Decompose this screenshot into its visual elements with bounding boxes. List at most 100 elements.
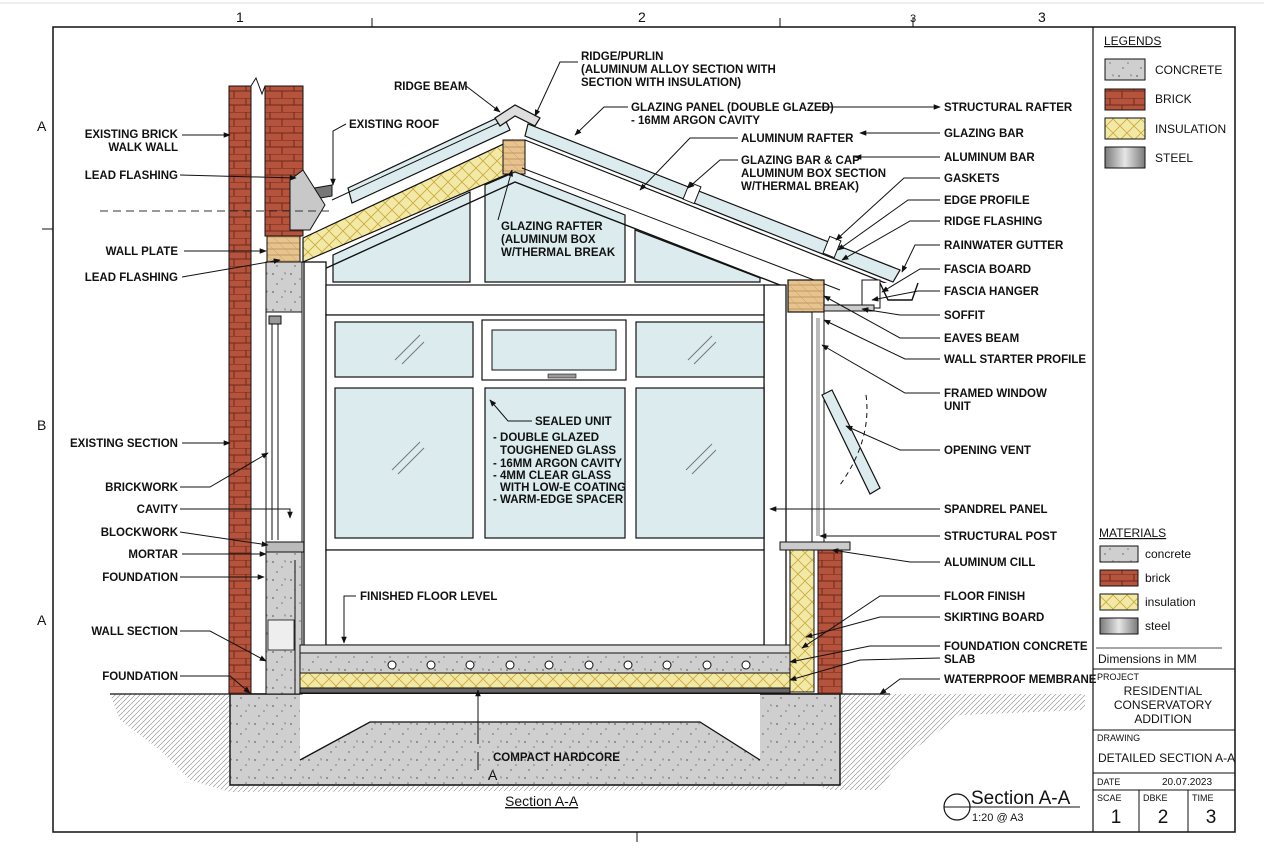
label-ridge-purlin-1: RIDGE/PURLIN — [581, 51, 663, 63]
label-aluminum-bar: ALUMINUM BAR — [944, 152, 1035, 164]
label-ridge-flashing: RIDGE FLASHING — [944, 216, 1042, 228]
grid-side-a1: A — [37, 118, 47, 134]
project-label: PROJECT — [1097, 672, 1140, 682]
glass-pane-right — [635, 387, 765, 539]
label-fascia-hanger: FASCIA HANGER — [944, 286, 1039, 298]
material-brick: brick — [1145, 571, 1171, 585]
scale-label: SCAE — [1097, 793, 1122, 803]
label-floor-finish: FLOOR FINISH — [944, 591, 1025, 603]
legends-title: LEGENDS — [1104, 34, 1161, 48]
drawing-border — [52, 26, 1236, 833]
project-name-2: CONSERVATORY — [1114, 698, 1212, 712]
material-swatch-steel — [1099, 617, 1139, 635]
label-compact-hardcore: COMPACT HARDCORE — [493, 752, 620, 764]
label-spandrel-panel: SPANDREL PANEL — [944, 504, 1048, 516]
window-head — [325, 284, 765, 316]
material-swatch-concrete — [1099, 545, 1139, 563]
wall-plate — [266, 235, 301, 263]
label-framed-window-1: FRAMED WINDOW — [944, 388, 1047, 400]
materials-title: MATERIALS — [1099, 526, 1166, 540]
label-aluminum-rafter: ALUMINUM RAFTER — [741, 133, 854, 145]
project-name-1: RESIDENTIAL — [1124, 684, 1203, 698]
material-insulation: insulation — [1145, 595, 1196, 609]
roof-glazing-right — [524, 123, 901, 283]
floor-insulation — [299, 672, 791, 689]
grid-3b: 3 — [1038, 9, 1046, 25]
date-value: 20.07.2023 — [1162, 777, 1212, 788]
label-glazing-bar-cap-2: ALUMINUM BOX SECTION — [741, 168, 886, 180]
blockwork — [265, 261, 303, 313]
legend-swatch-insulation — [1104, 117, 1146, 140]
label-wall-starter-profile: WALL STARTER PROFILE — [944, 354, 1086, 366]
cavity-column — [265, 311, 303, 543]
label-foundation-1: FOUNDATION — [102, 572, 178, 584]
right-insulation — [789, 549, 815, 693]
grid-side-b: B — [37, 417, 46, 433]
glass-pane-left — [334, 387, 474, 539]
label-lead-flashing-2: LEAD FLASHING — [85, 272, 178, 284]
ridge-cap — [494, 104, 541, 127]
legend-swatch-steel — [1104, 146, 1146, 169]
section-title: Section A-A — [971, 788, 1071, 809]
sealed-unit-note-1: - DOUBLE GLAZED — [493, 432, 599, 444]
label-glazing-bar-cap-1: GLAZING BAR & CAP — [741, 155, 860, 167]
label-framed-window-2: UNIT — [944, 401, 971, 413]
leaders-top — [330, 61, 941, 221]
drawing-name: DETAILED SECTION A-A — [1098, 751, 1235, 765]
material-swatch-insulation — [1099, 593, 1139, 611]
label-eaves-beam: EAVES BEAM — [944, 333, 1019, 345]
time-label: TIME — [1192, 793, 1214, 803]
material-swatch-brick — [1099, 569, 1139, 587]
grid-1: 1 — [236, 9, 244, 25]
label-skirting-board: SKIRTING BOARD — [944, 612, 1044, 624]
label-structural-post: STRUCTURAL POST — [944, 531, 1057, 543]
label-slab: SLAB — [944, 654, 975, 666]
label-blockwork: BLOCKWORK — [101, 527, 179, 539]
sealed-unit-note-5: WITH LOW-E COATING — [500, 482, 626, 494]
right-brickwork — [817, 549, 843, 695]
sealed-unit-note-6: - WARM-EDGE SPACER — [493, 494, 624, 506]
legend-swatch-brick — [1104, 88, 1146, 111]
glass-pane-top-left — [334, 321, 474, 378]
label-wall-plate: WALL PLATE — [106, 246, 179, 258]
glass-pane-centre — [484, 387, 626, 539]
underfloor-pipes — [387, 660, 751, 670]
grid-3a: 3 — [910, 13, 916, 25]
label-soffit: SOFFIT — [944, 310, 985, 322]
ridge-beam — [502, 139, 526, 175]
hardcore-void — [300, 694, 760, 760]
label-sealed-unit: SEALED UNIT — [535, 416, 612, 428]
label-glazing-panel-1: GLAZING PANEL (DOUBLE GLAZED) — [631, 102, 834, 114]
aluminum-cill — [779, 541, 851, 551]
leaders-left — [179, 132, 297, 694]
glass-pane-top-right — [635, 321, 765, 378]
gable-glazing — [332, 191, 471, 283]
material-steel: steel — [1145, 619, 1170, 633]
label-ridge-beam: RIDGE BEAM — [394, 81, 467, 93]
label-glazing-rafter-2: (ALUMINUM BOX — [501, 234, 596, 246]
waterproof-membrane — [299, 687, 791, 694]
date-label: DATE — [1097, 777, 1120, 787]
floor-finish — [299, 644, 791, 654]
label-lead-flashing-1: LEAD FLASHING — [85, 170, 178, 182]
label-ridge-purlin-2: (ALUMINUM ALLOY SECTION WITH — [581, 64, 776, 76]
soffit — [823, 304, 875, 312]
label-glazing-panel-2: - 16MM ARGON CAVITY — [631, 115, 760, 127]
sealed-unit-note-3: - 16MM ARGON CAVITY — [493, 458, 622, 470]
leaders-right — [769, 130, 941, 695]
lead-flashing — [289, 169, 326, 231]
label-brickwork: BRICKWORK — [105, 482, 179, 494]
label-glazing-bar-cap-3: W/THERMAL BREAK) — [741, 181, 859, 193]
roof-glazing-left — [347, 114, 511, 204]
label-structural-rafter: STRUCTURAL RAFTER — [944, 102, 1073, 114]
grid-side-a2: A — [37, 612, 47, 628]
grid-2: 2 — [638, 9, 646, 25]
label-mortar: MORTAR — [128, 549, 178, 561]
sealed-unit-note-2: TOUGHENED GLASS — [500, 445, 616, 457]
fascia-board — [861, 279, 881, 309]
label-glazing-rafter-1: GLAZING RAFTER — [501, 221, 603, 233]
label-ridge-purlin-3: SECTION WITH INSULATION) — [581, 77, 741, 89]
section-caption: Section A-A — [505, 793, 579, 809]
